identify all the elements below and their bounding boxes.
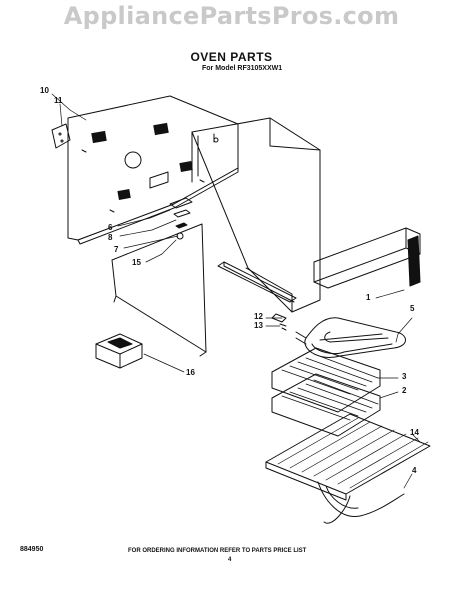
oven-cabinet-frame [191, 117, 321, 313]
control-box [95, 333, 143, 369]
callout-16: 16 [186, 368, 195, 377]
callout-3: 3 [402, 372, 407, 381]
callout-8: 8 [108, 233, 113, 242]
callout-7: 7 [114, 245, 119, 254]
callout-4: 4 [412, 466, 417, 475]
page-number: 4 [228, 557, 232, 563]
callout-5: 5 [410, 304, 415, 313]
callout-15: 15 [132, 258, 141, 267]
callout-13: 13 [254, 321, 263, 330]
callout-1: 1 [366, 293, 371, 302]
bracket-part [51, 123, 71, 149]
callout-14: 14 [410, 428, 419, 437]
callout-11: 11 [54, 96, 63, 105]
side-panel [111, 223, 207, 357]
callout-12: 12 [254, 312, 263, 321]
oven-racks [271, 347, 381, 437]
leader-lines [51, 93, 421, 489]
ordering-info: FOR ORDERING INFORMATION REFER TO PARTS … [128, 548, 307, 554]
callout-2: 2 [402, 386, 407, 395]
model-subtitle: For Model RF3105XXW1 [202, 65, 283, 72]
part-number: 884950 [20, 546, 44, 553]
rear-panel [67, 95, 239, 245]
callout-10: 10 [40, 86, 49, 95]
page-title: OVEN PARTS [190, 50, 273, 64]
watermark-text: AppliancePartsPros.com [63, 2, 400, 30]
bottom-rail [217, 261, 297, 331]
bake-heating-element [295, 317, 406, 358]
callout-6: 6 [108, 223, 113, 232]
broiler-pan-grate [265, 413, 431, 524]
broil-heating-element-bar [313, 227, 421, 289]
